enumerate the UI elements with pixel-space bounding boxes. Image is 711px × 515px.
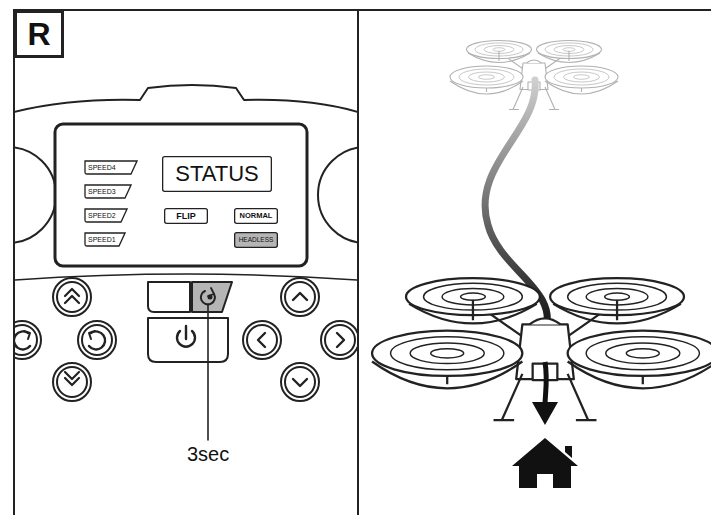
leader-line [207,304,209,440]
hold-time-label: 3sec [187,444,229,464]
speed-tag: SPEED4 [84,160,138,175]
node-text: FLIP [176,212,196,221]
home-icon [512,438,578,488]
node-text: HEADLESS [239,237,274,244]
mode-box: FLIP [164,208,208,224]
node-text: NORMAL [240,212,273,220]
mode-box: STATUS [162,156,272,192]
panel-frame [14,10,711,515]
return-home-illustration [372,41,711,489]
mode-box: NORMAL [234,208,278,224]
node-text: R [27,18,50,50]
node-text: SPEED1 [88,236,116,243]
node-text: SPEED2 [88,212,116,219]
speed-tag: SPEED1 [84,232,126,247]
speed-tag: SPEED3 [84,184,132,199]
node-text: SPEED3 [88,188,116,195]
figure-letter-box: R [14,10,64,58]
node-text: SPEED4 [88,164,116,171]
mode-box: HEADLESS [234,232,278,248]
remote-controller [15,85,357,440]
node-text: STATUS [175,163,259,185]
speed-tag: SPEED2 [84,208,128,223]
